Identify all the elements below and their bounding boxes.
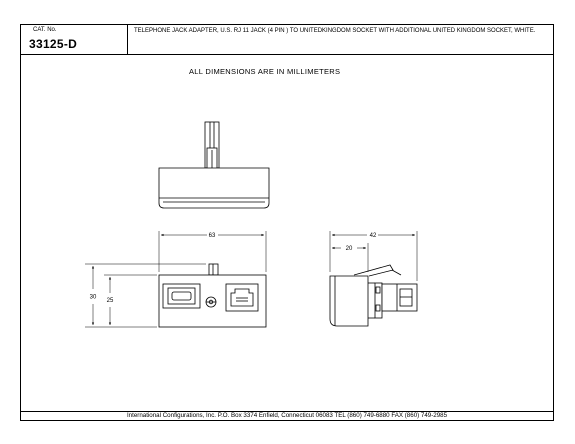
dim-depth [329, 231, 418, 281]
product-description: TELEPHONE JACK ADAPTER, U.S. RJ 11 JACK … [134, 28, 536, 34]
company-footer: International Configurations, Inc. P.O. … [21, 411, 553, 420]
top-view [158, 121, 270, 209]
dim-plug-depth-label: 20 [346, 246, 353, 252]
dim-body-height [104, 274, 157, 325]
dim-body-height-label: 25 [107, 298, 114, 304]
catalog-label: CAT. No. [33, 27, 57, 33]
drawing-sheet: CAT. No. 33125-D TELEPHONE JACK ADAPTER,… [20, 24, 554, 421]
dim-total-height [85, 263, 206, 328]
dim-total-height-label: 30 [90, 295, 97, 301]
units-note: ALL DIMENSIONS ARE IN MILLIMETERS [189, 67, 341, 76]
dim-width-label: 63 [209, 233, 216, 239]
dim-plug-depth [332, 243, 369, 272]
top-view-body [158, 167, 270, 209]
center-screw [205, 296, 217, 308]
title-block-divider [127, 25, 128, 54]
rj11-socket-right [225, 283, 259, 312]
front-view [158, 263, 267, 328]
side-view [329, 264, 418, 327]
front-view-pin [208, 263, 219, 276]
dim-width [158, 231, 267, 272]
title-block: CAT. No. 33125-D TELEPHONE JACK ADAPTER,… [21, 25, 553, 55]
top-view-plug-blade [204, 121, 220, 176]
uk-socket-left [162, 283, 201, 309]
catalog-number: 33125-D [29, 37, 78, 51]
rj11-plug-side [353, 264, 418, 312]
dim-depth-label: 42 [370, 233, 377, 239]
side-view-body [329, 275, 369, 327]
